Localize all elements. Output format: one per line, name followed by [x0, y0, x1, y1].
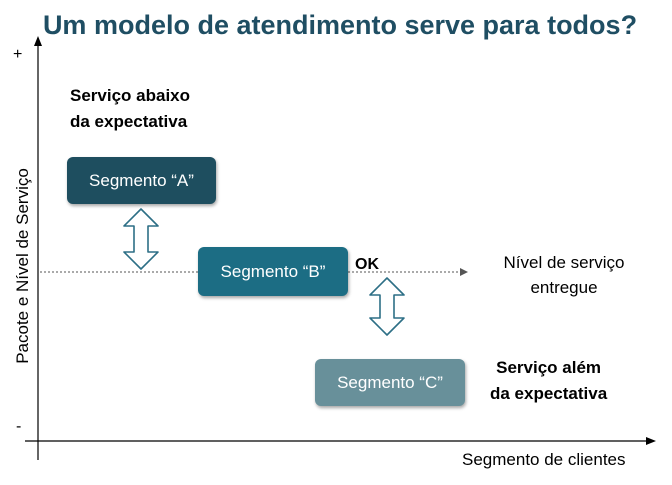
- note-beyond-line2: da expectativa: [490, 384, 608, 403]
- note-beyond-line1: Serviço além: [496, 358, 602, 377]
- double-arrow-a-b: [123, 208, 159, 270]
- y-axis-plus: +: [13, 46, 23, 63]
- note-beyond-expectation: Serviço além da expectativa: [490, 355, 607, 407]
- y-axis-arrowhead: [34, 36, 42, 46]
- service-level-line2: entregue: [530, 278, 598, 297]
- note-below-expectation: Serviço abaixo da expectativa: [70, 83, 190, 135]
- segment-c-box: Segmento “C”: [315, 359, 465, 406]
- service-level-label: Nível de serviço entregue: [484, 250, 644, 300]
- x-axis-arrowhead: [646, 437, 656, 445]
- segment-b-box: Segmento “B”: [198, 247, 348, 296]
- x-axis-label: Segmento de clientes: [462, 450, 626, 469]
- service-level-line1: Nível de serviço: [503, 253, 625, 272]
- y-axis-label: Pacote e Nível de Serviço: [13, 168, 32, 364]
- ok-label: OK: [355, 256, 379, 273]
- double-arrow-b-c: [369, 277, 405, 336]
- page-title: Um modelo de atendimento serve para todo…: [42, 10, 638, 40]
- y-axis-minus: -: [16, 418, 22, 435]
- note-below-line2: da expectativa: [70, 112, 188, 131]
- note-below-line1: Serviço abaixo: [70, 86, 191, 105]
- service-level-arrowhead: [460, 268, 468, 276]
- segment-a-box: Segmento “A”: [67, 157, 216, 204]
